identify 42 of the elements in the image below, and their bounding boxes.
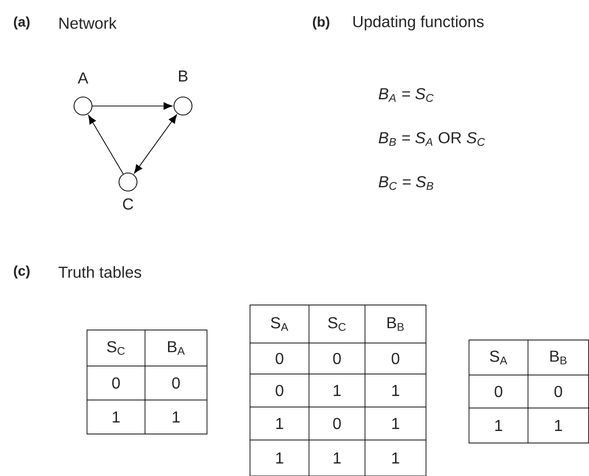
table-cell: 0 <box>172 377 180 389</box>
table-header: B$_{A}$ <box>168 341 185 355</box>
table-cell: 1 <box>334 385 341 396</box>
panel-title: Truth tables <box>58 266 142 278</box>
table-cell: 1 <box>276 418 284 429</box>
arrow <box>88 115 124 174</box>
table-cell: 0 <box>333 352 341 364</box>
table-cell: 1 <box>495 420 502 431</box>
table-header: B$_{B}$ <box>388 317 404 331</box>
equation: B$_{B}$ = S$_{A}$ OR S$_{C}$ <box>378 132 486 146</box>
node-label: A <box>78 72 88 84</box>
table-cell: 1 <box>392 418 400 429</box>
panel-title: Updating functions <box>353 16 484 30</box>
table-header: S$_{C}$ <box>107 341 125 355</box>
panel-title: Network <box>60 17 117 29</box>
table-cell: 1 <box>392 385 400 396</box>
table-cell: 0 <box>276 384 284 396</box>
arrow <box>134 114 177 174</box>
table-header: S$_{C}$ <box>328 317 346 331</box>
table-cell: 0 <box>276 352 284 364</box>
table-cell: 0 <box>554 386 562 398</box>
equation: B$_{A}$ = S$_{C}$ <box>378 88 434 102</box>
panel-letter: (b) <box>312 16 330 30</box>
table-cell: 0 <box>494 386 502 398</box>
table-cell: 1 <box>392 452 400 464</box>
table-cell: 1 <box>276 452 284 464</box>
node-label: C <box>123 198 134 210</box>
table-header: B$_{B}$ <box>550 350 566 364</box>
table-cell: 0 <box>392 352 400 364</box>
table-cell: 0 <box>112 377 120 389</box>
table-cell: 1 <box>172 412 180 422</box>
equation: B$_{C}$ = S$_{B}$ <box>378 176 434 190</box>
table-cell: 1 <box>555 420 562 431</box>
panel-letter: (c) <box>14 266 30 278</box>
table-cell: 1 <box>334 452 341 464</box>
table-cell: 1 <box>112 412 120 422</box>
table-header: S$_{A}$ <box>270 317 288 331</box>
table-header: S$_{A}$ <box>490 350 508 364</box>
arrow <box>92 102 172 110</box>
node-label: B <box>179 70 188 82</box>
table-cell: 0 <box>333 418 341 430</box>
panel-letter: (a) <box>14 16 30 30</box>
